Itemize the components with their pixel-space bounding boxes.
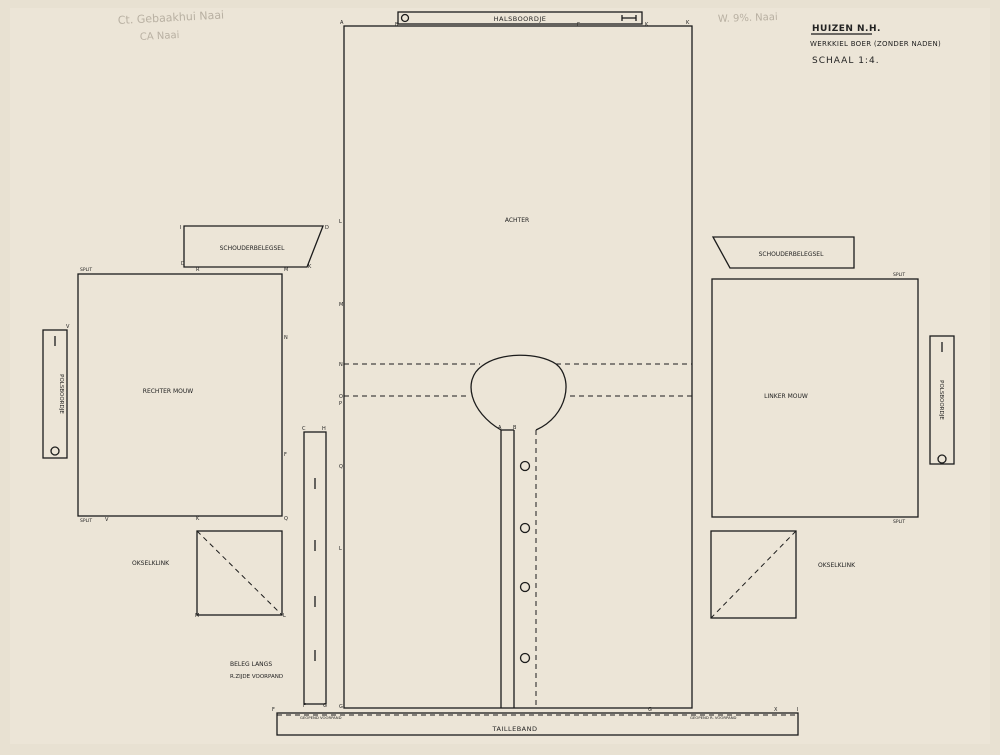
rechter-mouw-label: RECHTER MOUW [143,388,193,395]
letter-label: A [498,425,502,431]
halsboordje-button [400,13,410,23]
linker-mouw-label: LINKER MOUW [764,393,808,400]
letter-label: E [577,22,580,28]
letter-label: R [196,267,200,273]
okselklink-right-label: OKSELKLINK [818,562,856,569]
header-title: HUIZEN N.H. [812,24,881,34]
halsboordje-piece: HALSBOORDJE [397,11,643,25]
letter-label: B [395,22,399,28]
okselklink-right-piece: OKSELKLINK [710,530,856,619]
letter-label: N [284,335,288,341]
letter-label: P [339,401,342,407]
letter-label: G [323,703,327,709]
tailleband-outline [276,712,799,736]
halsboordje-outline [397,11,643,25]
schouderbelegsel-left-label: SCHOUDERBELEGSEL [220,245,285,252]
letter-label: F [284,452,287,458]
rechter-mouw-split-bottom: SPLIT [80,518,92,524]
okselklink-right-diagonal [710,530,797,619]
letter-label: V [105,517,109,523]
faint-note-left-2: CA Naai [140,30,180,43]
letter-label: K [308,264,312,270]
letter-label: F [272,707,275,713]
linker-mouw-split-bottom: SPLIT [893,519,905,525]
front-button-4 [519,652,531,664]
letter-label: X [774,707,778,713]
linker-mouw-outline [711,278,919,518]
letter-label: C [302,426,306,432]
okselklink-left-piece: OKSELKLINK [132,530,283,616]
front-button-3 [519,581,531,593]
polsboordje-right-piece: POLSBOORDJE [929,335,955,465]
halsboordje-label: HALSBOORDJE [494,15,547,23]
construction-letters: B E K A K L M N O P Q L G A B I D D K R … [66,20,798,713]
front-button-2 [519,522,531,534]
polsboordje-right-button [937,454,947,464]
beleg-note-line2: R.ZIJDE VOORPAND [230,674,283,680]
achter-outline [343,25,693,709]
polsboordje-left-outline [42,329,68,459]
letter-label: G [648,707,652,713]
letter-label: Q [339,464,343,470]
letter-label: I [180,225,181,231]
letter-label: K [196,516,200,522]
schouderbelegsel-right-outline [711,236,855,269]
beleg-strip-outline [303,431,327,705]
tailleband-label: TAILLEBAND [492,725,538,733]
rechter-mouw-outline [77,273,283,517]
okselklink-right-outline [710,530,797,619]
letter-label: V [66,324,70,330]
letter-label: H [322,426,326,432]
rechter-mouw-split-top: SPLIT [80,267,92,273]
polsboordje-left-button [50,446,60,456]
beleg-strip-piece: BELEG LANGS R.ZIJDE VOORPAND [230,431,327,705]
paper-sheet [10,8,990,744]
letter-label: O [339,394,343,400]
schouderbelegsel-right-label: SCHOUDERBELEGSEL [759,251,824,258]
linker-mouw-piece: LINKER MOUW SPLIT SPLIT [711,272,919,525]
header-subtitle: WERKKIEL BOER (ZONDER NADEN) [810,40,941,48]
letter-label: N [339,362,343,368]
tailleband-note-right: GEOPEND R. VOORPAND [690,715,737,720]
okselklink-left-label: OKSELKLINK [132,560,170,567]
letter-label: B [513,425,517,431]
okselklink-left-diagonal [196,530,283,616]
letter-label: I [797,707,798,713]
achter-piece: ACHTER [343,25,693,709]
letter-label: M [339,302,343,308]
polsboordje-right-label: POLSBOORDJE [938,380,944,420]
neck-opening [470,354,567,431]
letter-label: L [283,613,286,619]
letter-label: K [686,20,690,26]
polsboordje-right-outline [929,335,955,465]
schouderbelegsel-right-piece: SCHOUDERBELEGSEL [711,236,855,269]
okselklink-left-outline [196,530,283,616]
achter-label: ACHTER [505,217,529,224]
letter-label: L [339,219,342,225]
rechter-mouw-piece: RECHTER MOUW SPLIT SPLIT [77,267,283,524]
header-scale: SCHAAL 1:4. [812,56,880,66]
beleg-note-line1: BELEG LANGS [230,661,272,668]
faint-note-left-1: Ct. Gebaakhui Naai [117,8,224,27]
tailleband-note-left: GEOPEND VOORPAND [300,715,342,720]
front-button-1 [519,460,531,472]
letter-label: M [195,613,199,619]
polsboordje-left-label: POLSBOORDJE [58,374,64,414]
letter-label: G [339,704,343,710]
letter-label: K [645,22,649,28]
letter-label: M [284,267,288,273]
tailleband-piece: TAILLEBAND GEOPEND VOORPAND GEOPEND R. V… [276,712,799,736]
schouderbelegsel-left-piece: SCHOUDERBELEGSEL [183,225,324,268]
letter-label: F [303,703,306,709]
schouderbelegsel-left-outline [183,225,324,268]
letter-label: L [339,546,342,552]
letter-label: A [340,20,344,26]
letter-label: Q [284,516,288,522]
faint-note-right: W. 9%. Naai [718,12,778,25]
polsboordje-left-piece: POLSBOORDJE [42,329,68,459]
linker-mouw-split-top: SPLIT [893,272,905,278]
letter-label: D [325,225,329,231]
letter-label: D [181,261,185,267]
